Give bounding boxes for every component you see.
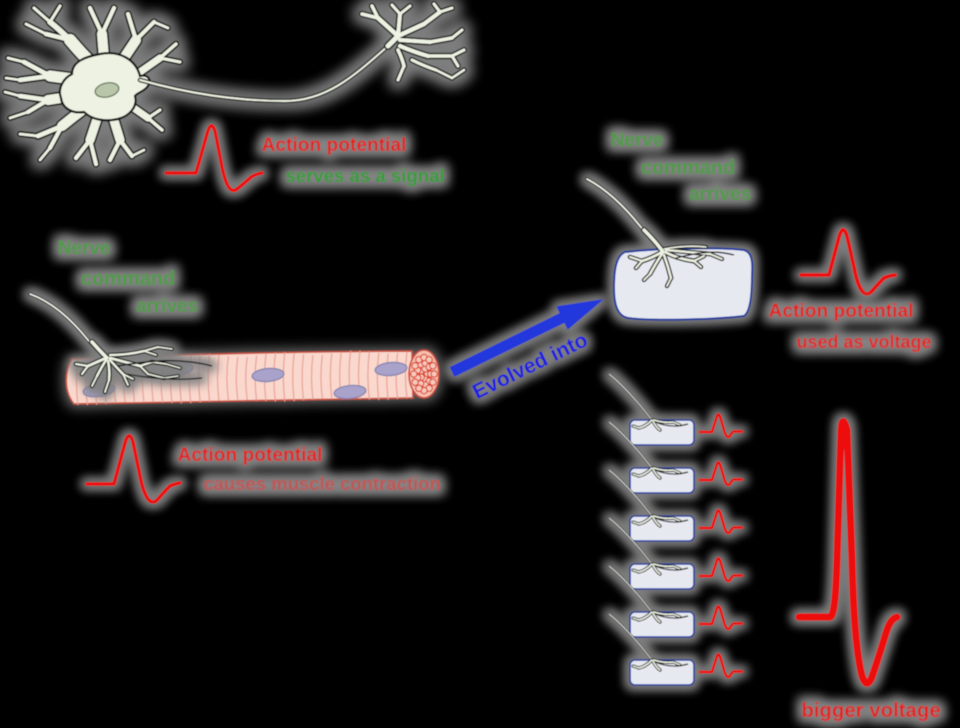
svg-text:arrives: arrives bbox=[689, 184, 751, 205]
svg-text:causes muscle contraction: causes muscle contraction bbox=[203, 473, 441, 494]
svg-text:bigger voltage: bigger voltage bbox=[801, 700, 940, 722]
svg-text:command: command bbox=[81, 268, 175, 290]
svg-text:arrives: arrives bbox=[136, 296, 198, 317]
svg-text:Action potential: Action potential bbox=[769, 301, 914, 322]
svg-text:Action potential: Action potential bbox=[178, 445, 323, 466]
svg-text:Nerve: Nerve bbox=[611, 130, 664, 151]
svg-text:serves as a signal: serves as a signal bbox=[285, 165, 444, 186]
svg-text:Nerve: Nerve bbox=[58, 238, 111, 259]
svg-text:Action potential: Action potential bbox=[262, 135, 407, 156]
svg-text:command: command bbox=[641, 157, 735, 179]
svg-text:used as voltage: used as voltage bbox=[796, 332, 931, 352]
